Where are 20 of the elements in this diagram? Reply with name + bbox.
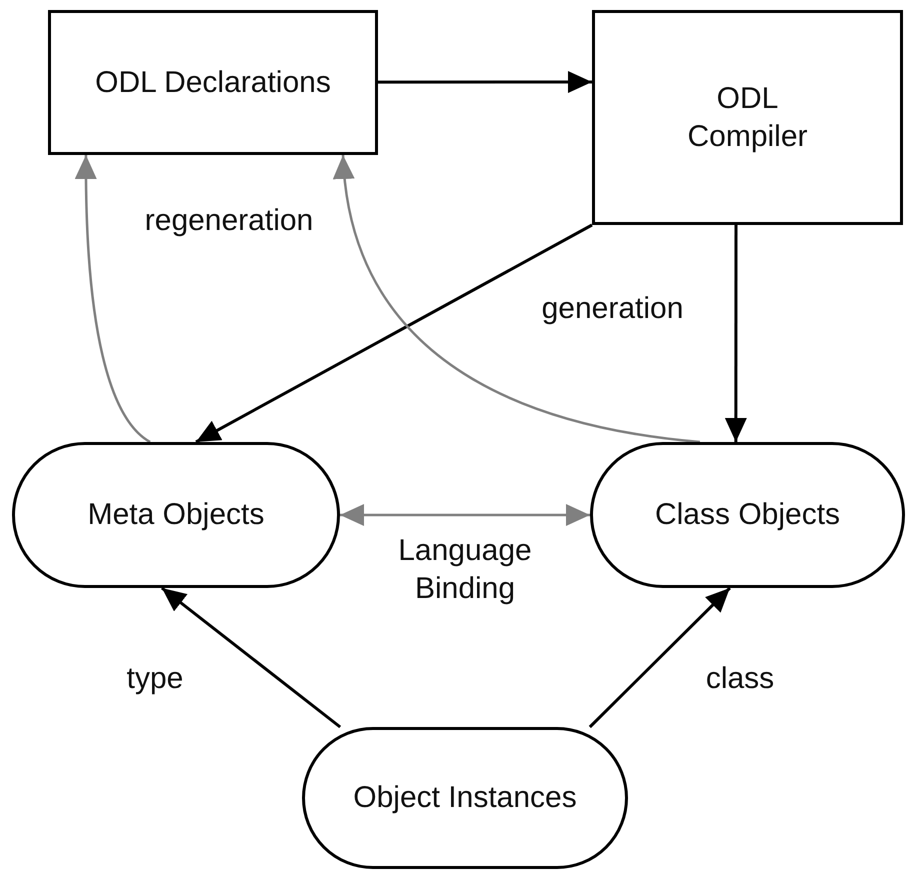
arrow [378, 71, 592, 94]
node-label: Meta Objects [88, 497, 264, 533]
node-label: Object Instances [353, 780, 577, 816]
edge-label: Language Binding [397, 533, 533, 607]
edge-label: type [126, 661, 184, 697]
arrow [340, 504, 590, 526]
node-label: ODL Compiler [686, 80, 809, 154]
edge-label: generation [540, 291, 684, 327]
process-box [48, 10, 378, 155]
arrow [724, 225, 747, 442]
node-label: Class Objects [654, 497, 840, 533]
arrow [160, 586, 342, 728]
node-label: ODL Declarations [95, 64, 331, 100]
arrow [588, 586, 731, 728]
edge-label: regeneration [144, 203, 314, 239]
process-box [592, 10, 903, 225]
edge-label: class [704, 661, 776, 697]
arrow [195, 224, 593, 444]
arrow [75, 155, 151, 444]
arrow [334, 154, 700, 444]
